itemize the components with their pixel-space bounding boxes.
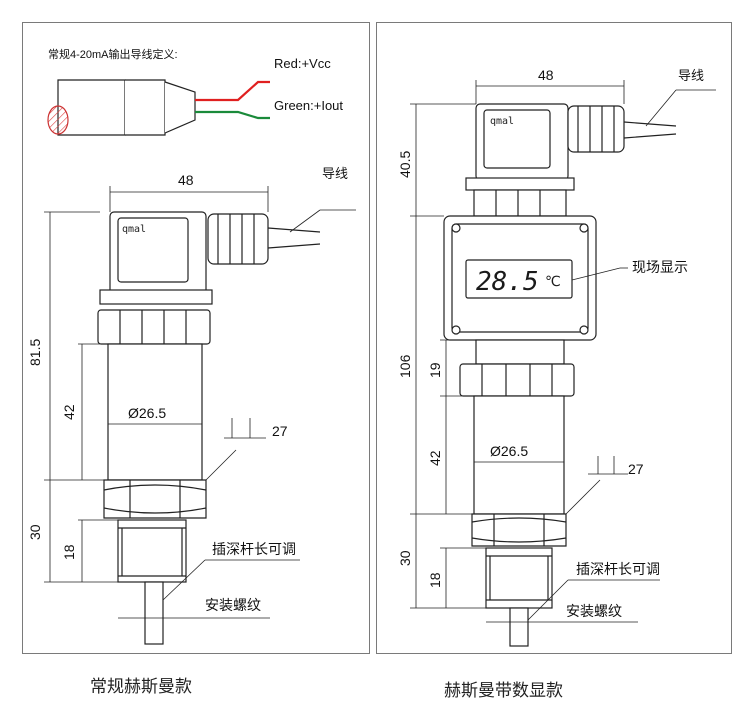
left-dim-total-height: 81.5 [27,339,43,366]
left-lead-label: 导线 [322,166,348,181]
right-display-readout: 28.5 ℃ [476,267,561,297]
left-dimensions [44,186,356,619]
right-panel-frame [376,22,732,654]
right-lead-label: 导线 [678,68,704,83]
left-panel-frame [22,22,370,654]
right-dim-wrench: 27 [628,461,644,477]
left-dim-thread-total: 30 [27,524,43,540]
left-dim-diameter: Ø26.5 [128,405,166,421]
display-unit: ℃ [545,274,561,290]
right-dim-thread: 18 [427,572,443,588]
right-transmitter: qmal [443,103,677,647]
right-dim-neck: 19 [427,362,443,378]
left-caption: 常规赫斯曼款 [90,677,192,697]
right-thread-label: 安装螺纹 [566,603,622,619]
red-wire [195,80,270,102]
red-wire-label: Red:+Vcc [274,56,331,71]
left-wiring-diagram: 常规4-20mA输出导线定义: Red:+Vcc Green:+Iout [47,47,343,136]
right-dim-diameter: Ø26.5 [490,443,528,459]
left-thread-label: 安装螺纹 [205,597,261,613]
left-probe-label: 插深杆长可调 [212,541,296,557]
right-dim-width: 48 [538,67,554,83]
left-dimension-labels: 48 导线 81.5 42 Ø26.5 27 30 18 插深杆长可调 安装螺纹 [27,166,348,613]
right-dim-thread-total: 30 [397,550,413,566]
right-probe-label: 插深杆长可调 [576,561,660,577]
right-dimensions [410,80,716,623]
left-dim-wrench: 27 [272,423,288,439]
right-dim-total-height: 106 [397,354,413,378]
right-dimension-labels: 48 导线 40.5 现场显示 106 19 42 Ø26.5 27 30 18… [397,67,704,619]
right-dim-connector-height: 40.5 [397,151,413,178]
wiring-title: 常规4-20mA输出导线定义: [48,47,178,61]
left-logo-mark: qmal [122,224,146,235]
display-label: 现场显示 [632,259,688,275]
left-dim-thread: 18 [61,544,77,560]
green-wire [195,110,270,120]
right-dim-body-height: 42 [427,450,443,466]
left-dim-width: 48 [178,172,194,188]
left-transmitter: qmal [97,211,321,645]
display-value: 28.5 [476,267,539,297]
right-caption: 赫斯曼带数显款 [444,681,563,701]
left-dim-body-height: 42 [61,404,77,420]
right-logo-mark: qmal [490,116,514,127]
green-wire-label: Green:+Iout [274,98,343,113]
